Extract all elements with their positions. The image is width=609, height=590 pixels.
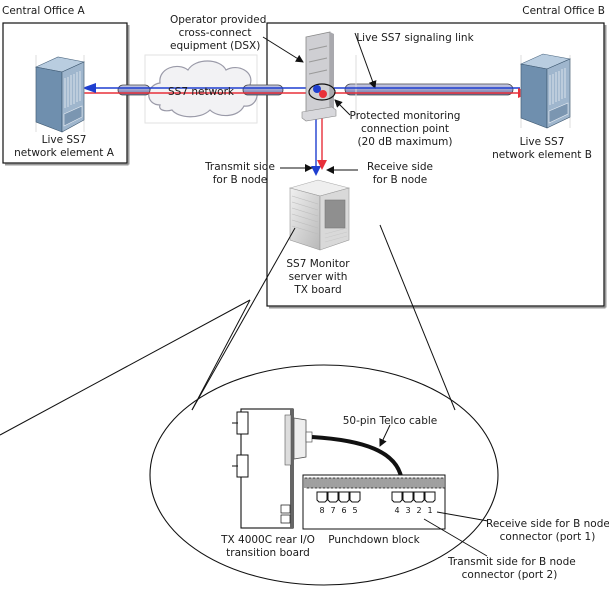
receive-port-label: Receive side for B node connector (port … bbox=[486, 518, 609, 543]
punchdown-block-label: Punchdown block bbox=[328, 534, 420, 546]
port-number: 4 bbox=[394, 506, 399, 515]
element-a-label: Live SS7 network element A bbox=[14, 134, 114, 159]
transition-board-icon bbox=[232, 408, 307, 529]
port-number: 8 bbox=[319, 506, 324, 515]
port-number: 5 bbox=[352, 506, 357, 515]
live-signaling-link-pipe bbox=[344, 32, 514, 120]
zoom-callout-lines bbox=[0, 224, 456, 436]
live-link-label: Live SS7 signaling link bbox=[356, 32, 474, 44]
transmit-arrow-a-icon bbox=[82, 83, 96, 93]
punchdown-jack bbox=[316, 491, 328, 503]
office-b-title: Central Office B bbox=[522, 5, 605, 17]
dsx-label: Operator provided cross-connect equipmen… bbox=[170, 14, 267, 52]
punchdown-jack bbox=[327, 491, 339, 503]
telco-cable bbox=[305, 424, 404, 484]
monitor-server-label: SS7 Monitor server with TX board bbox=[286, 258, 350, 296]
punchdown-jack bbox=[338, 491, 350, 503]
network-element-a-icon bbox=[35, 55, 85, 133]
port-number: 3 bbox=[405, 506, 410, 515]
monitor-server-icon bbox=[288, 179, 351, 251]
transmit-side-label: Transmit side for B node bbox=[205, 161, 275, 186]
port-number: 1 bbox=[427, 506, 432, 515]
network-element-b-icon bbox=[520, 53, 572, 129]
office-a-title: Central Office A bbox=[2, 5, 85, 17]
telco-cable-label: 50-pin Telco cable bbox=[342, 415, 438, 427]
port-number: 6 bbox=[341, 506, 346, 515]
protected-point-label: Protected monitoring connection point (2… bbox=[349, 110, 461, 148]
port-number: 2 bbox=[416, 506, 421, 515]
receive-arrow-down-icon bbox=[317, 160, 327, 170]
element-b-label: Live SS7 network element B bbox=[492, 136, 592, 161]
ss7-network-label: SS7 network bbox=[168, 86, 234, 98]
punchdown-jack bbox=[424, 491, 436, 503]
punchdown-jack bbox=[349, 491, 361, 503]
punchdown-jack bbox=[402, 491, 414, 503]
protected-connection-point bbox=[308, 83, 351, 116]
transmit-arrow-down-icon bbox=[311, 166, 321, 176]
punchdown-jack bbox=[391, 491, 403, 503]
receive-side-label: Receive side for B node bbox=[367, 161, 433, 186]
punchdown-jack bbox=[413, 491, 425, 503]
transmit-port-label: Transmit side for B node connector (port… bbox=[448, 556, 576, 581]
port-number: 7 bbox=[330, 506, 335, 515]
transition-board-label: TX 4000C rear I/O transition board bbox=[221, 534, 315, 559]
detail-ellipse bbox=[149, 364, 499, 586]
